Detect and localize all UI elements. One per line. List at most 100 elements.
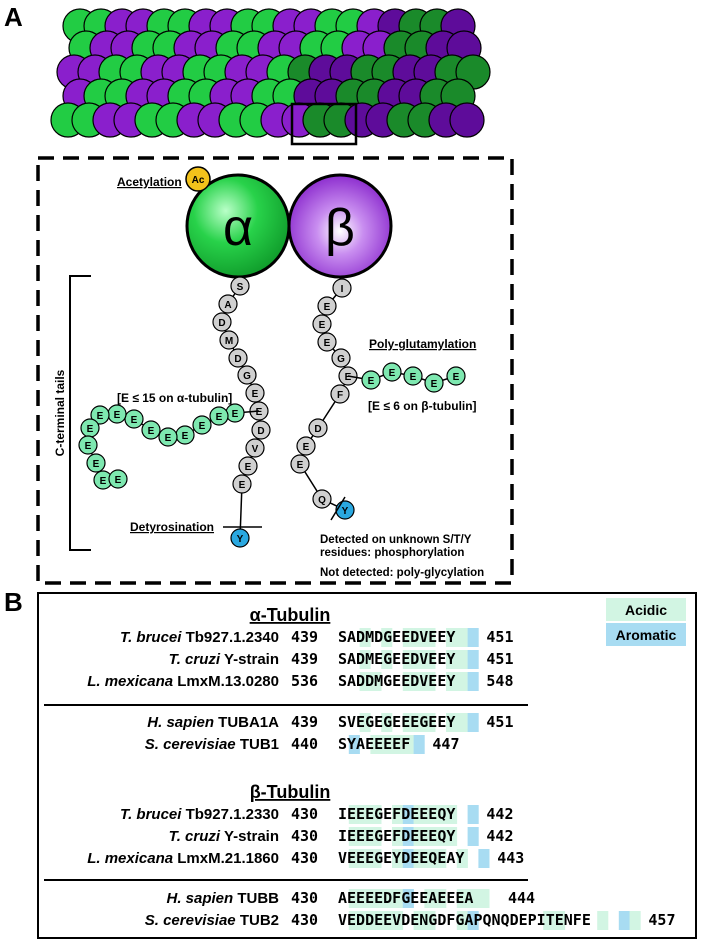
residue-highlight	[456, 889, 468, 908]
dimer-highlight-box	[290, 102, 358, 146]
residue-letter: E	[87, 424, 94, 435]
residue-bead	[330, 384, 350, 404]
residue-letter: E	[324, 338, 331, 349]
residue-bead	[245, 383, 265, 403]
residue-highlight	[359, 628, 371, 647]
residue-highlight	[629, 911, 641, 930]
residue-highlight	[359, 827, 371, 846]
residue-letter: D	[218, 318, 225, 329]
start-position: 430	[291, 889, 318, 907]
residue-bead	[331, 348, 351, 368]
end-position: 457	[648, 911, 675, 929]
residue-highlight	[456, 672, 468, 691]
gene-id: LmxM.21.1860	[173, 850, 279, 867]
residue-highlight	[402, 805, 414, 824]
end-position: 451	[486, 713, 513, 731]
residue-bead	[232, 474, 252, 494]
species-name: T. cruzi	[169, 828, 221, 845]
residue-letter: E	[232, 409, 239, 420]
residue-bead	[332, 278, 352, 298]
residue-bead	[230, 528, 250, 548]
residue-letter: E	[131, 415, 138, 426]
residue-highlight	[456, 849, 468, 868]
residue-highlight	[424, 827, 436, 846]
residue-highlight	[392, 805, 404, 824]
residue-bead	[86, 453, 106, 473]
residue-highlight	[467, 650, 479, 669]
panel-a-label: A	[4, 2, 23, 32]
start-position: 439	[291, 628, 318, 646]
residue-letter: Q	[318, 495, 326, 506]
residue-highlight	[348, 911, 360, 930]
residue-letter: M	[225, 336, 233, 347]
residue-bead	[228, 348, 248, 368]
gene-id: TUBA1A	[214, 714, 279, 731]
residue-bead	[192, 415, 212, 435]
start-position: 440	[291, 735, 318, 753]
residue-letter: E	[199, 421, 206, 432]
species-label: H. sapien TUBA1A	[147, 714, 279, 731]
residue-highlight	[446, 672, 458, 691]
residue-bead	[209, 406, 229, 426]
residue-letter: E	[319, 320, 326, 331]
residue-highlight	[402, 713, 414, 732]
residue-letter: E	[114, 410, 121, 421]
panel-b-box	[37, 592, 697, 939]
residue-letter: E	[345, 372, 352, 383]
e-alpha-label: [E ≤ 15 on α-tubulin]	[117, 391, 232, 405]
residue-bead	[290, 454, 310, 474]
residue-highlight	[424, 713, 436, 732]
sequence: SVEGEGEEEGEEY	[338, 713, 455, 731]
residue-bead	[108, 469, 128, 489]
residue-letter: E	[297, 460, 304, 471]
alpha-symbol: α	[223, 199, 253, 257]
residue-letter: E	[239, 480, 246, 491]
start-position: 430	[291, 805, 318, 823]
residue-highlight	[446, 827, 458, 846]
residue-highlight	[370, 827, 382, 846]
species-label: L. mexicana LmxM.21.1860	[87, 850, 279, 867]
residue-highlight	[392, 911, 404, 930]
sequence: SADDMGEEDVEEY	[338, 672, 455, 690]
species-name: S. cerevisiae	[145, 736, 236, 753]
residue-highlight	[446, 805, 458, 824]
residue-highlight	[413, 827, 425, 846]
species-label: L. mexicana LmxM.13.0280	[87, 673, 279, 690]
residue-highlight	[381, 889, 393, 908]
residue-letter: A	[224, 300, 231, 311]
species-name: T. brucei	[120, 629, 182, 646]
residue-bead	[218, 294, 238, 314]
residue-highlight	[478, 889, 490, 908]
species-label: H. sapien TUBB	[166, 890, 279, 907]
residue-highlight	[370, 911, 382, 930]
sequence: VEDDEEVDENGDFGAPQNQDEPITENFE	[338, 911, 591, 929]
residue-highlight	[413, 805, 425, 824]
residue-highlight	[424, 672, 436, 691]
detyrosination-label: Detyrosination	[130, 520, 214, 534]
residue-letter: E	[182, 431, 189, 442]
residue-highlight	[392, 827, 404, 846]
residue-letter: E	[93, 459, 100, 470]
residue-highlight	[381, 650, 393, 669]
residue-highlight	[348, 735, 360, 754]
residue-letter: E	[303, 442, 310, 453]
species-label: T. brucei Tb927.1.2330	[120, 806, 279, 823]
residue-highlight	[413, 735, 425, 754]
residue-letter: Y	[342, 506, 349, 517]
residue-letter: E	[216, 412, 223, 423]
gene-id: Y-strain	[220, 828, 279, 845]
residue-highlight	[381, 735, 393, 754]
panel-b-label: B	[4, 587, 23, 617]
aromatic-legend-label: Aromatic	[616, 627, 677, 643]
sequence: SYAEEEEF	[338, 735, 410, 753]
residue-highlight	[446, 650, 458, 669]
residue-highlight	[543, 911, 555, 930]
acetylation-label: Acetylation	[117, 175, 182, 189]
residue-bead	[382, 362, 402, 382]
residue-letter: E	[410, 372, 417, 383]
gene-id: TUB2	[236, 912, 279, 929]
residue-highlight	[413, 713, 425, 732]
residue-letter: E	[100, 476, 107, 487]
e-beta-label: [E ≤ 6 on β-tubulin]	[368, 399, 477, 413]
sequence: SADMEGEEDVEEY	[338, 650, 455, 668]
